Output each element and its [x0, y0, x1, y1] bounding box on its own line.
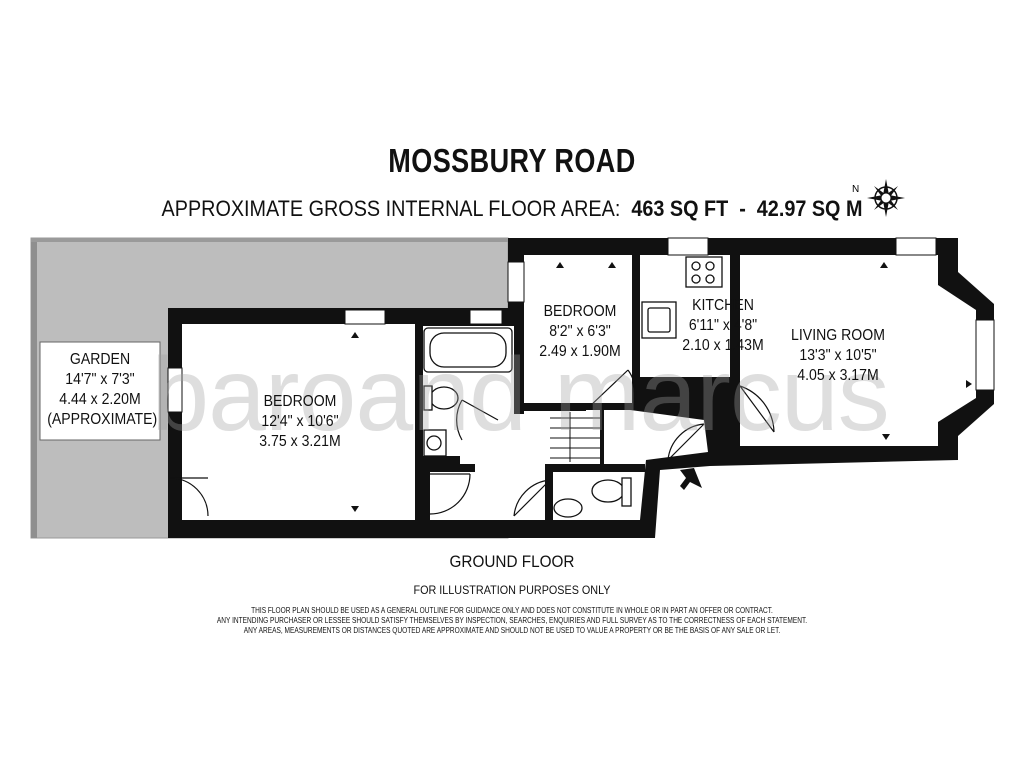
wall-kitchen-bottom: [640, 377, 680, 382]
basin-wc: [553, 498, 583, 518]
wall-kitchen-living: [730, 255, 740, 275]
door-entrance: [667, 423, 705, 461]
entrance-arrow-icon: [680, 468, 702, 490]
kitchen-label: KITCHEN 6'11" x 4'8" 2.10 x 1.43M: [671, 296, 775, 356]
floor-area-label: APPROXIMATE GROSS INTERNAL FLOOR AREA:: [161, 196, 621, 221]
garden-dim-imperial: 14'7" x 7'3": [65, 371, 135, 388]
bedroom1-dim-metric: 3.75 x 3.21M: [259, 433, 341, 450]
bathtub-inner: [429, 332, 507, 368]
bedroom2-dim-metric: 2.49 x 1.90M: [539, 343, 621, 360]
kitchen-sink-bowl: [647, 307, 671, 333]
window-bay-front: [975, 319, 995, 391]
door-garden: [169, 477, 209, 517]
garden-dim-metric: 4.44 x 2.20M: [59, 391, 141, 408]
wall-bath-right: [514, 324, 524, 414]
bedroom2-name: BEDROOM: [543, 303, 617, 320]
living-room-dim-metric: 4.05 x 3.17M: [797, 367, 879, 384]
toilet-bath: [429, 386, 459, 410]
floor-label: GROUND FLOOR: [449, 552, 575, 571]
garden-border-top: [31, 238, 508, 242]
bedroom2-dim-imperial: 8'2" x 6'3": [549, 323, 611, 340]
stairs: [550, 412, 600, 462]
garden-border: [31, 238, 37, 538]
disclaimer-line: ANY INTENDING PURCHASER OR LESSEE SHOULD…: [216, 616, 808, 625]
wall-kitchen-living-lower: [730, 355, 740, 385]
compass-rose-icon: N: [852, 179, 905, 217]
kitchen-name: KITCHEN: [692, 297, 754, 314]
fixtures: [423, 256, 723, 518]
garden-name: GARDEN: [69, 351, 131, 368]
wall-bed1-bath: [415, 324, 423, 474]
door-bed1: [429, 473, 471, 515]
garden-note: (APPROXIMATE): [47, 411, 158, 428]
wall-bed2-bottom: [524, 403, 586, 411]
wall-wc-left: [545, 464, 553, 520]
living-room-dim-imperial: 13'3" x 10'5": [799, 347, 877, 364]
window-bed1-top: [344, 309, 386, 325]
window-bath-top: [469, 309, 503, 325]
garden-label: GARDEN 14'7" x 7'3" 4.44 x 2.20M (APPROX…: [47, 350, 158, 430]
door-living: [739, 385, 775, 433]
window-kitchen-top: [667, 237, 709, 256]
hallway-floor: [430, 400, 708, 520]
wall-bed2-right: [632, 255, 640, 410]
hob-ring-3: [691, 274, 701, 284]
wall-bath-bottom: [415, 464, 475, 472]
floor-area-sqft: 463 SQ FT: [631, 196, 729, 221]
doors: [169, 369, 775, 517]
illustration-note: FOR ILLUSTRATION PURPOSES ONLY: [413, 583, 611, 597]
interior-walls: [415, 255, 740, 520]
door-bath: [456, 399, 499, 441]
basin-bath-bowl: [426, 435, 442, 451]
window-bed2-left: [507, 261, 525, 303]
toilet-bath-cistern: [423, 385, 433, 411]
door-bed2: [587, 369, 637, 411]
hob-ring-1: [691, 261, 701, 271]
garden-label-box: [39, 341, 161, 441]
window-living-top: [895, 237, 937, 256]
hob-ring-2: [705, 261, 715, 271]
bedroom2-floor: [524, 255, 632, 403]
wall-markers: [351, 262, 972, 512]
toilet-wc: [591, 479, 625, 503]
wall-wc-top: [545, 464, 645, 472]
disclaimer-line: THIS FLOOR PLAN SHOULD BE USED AS A GENE…: [251, 606, 773, 615]
wall-stairs-right: [600, 410, 604, 464]
bedroom2-label: BEDROOM 8'2" x 6'3" 2.49 x 1.90M: [527, 302, 633, 362]
kitchen-dim-imperial: 6'11" x 4'8": [688, 317, 758, 334]
bedroom1-name: BEDROOM: [263, 393, 337, 410]
floor-area-separator: -: [739, 196, 746, 221]
windows: [167, 237, 995, 413]
kitchen-dim-metric: 2.10 x 1.43M: [682, 337, 764, 354]
living-room-name: LIVING ROOM: [791, 327, 885, 344]
bedroom1-floor: [182, 324, 415, 520]
room-interiors: [182, 255, 976, 520]
living-room-floor: [740, 255, 976, 446]
compass-north-letter: N: [852, 184, 859, 195]
toilet-wc-cistern: [621, 477, 632, 507]
bedroom1-label: BEDROOM 12'4" x 10'6" 3.75 x 3.21M: [238, 392, 361, 452]
window-bed1-left: [167, 367, 183, 413]
hob-ring-4: [705, 274, 715, 284]
floor-area-sqm: 42.97 SQ M: [756, 196, 863, 221]
disclaimer-line: ANY AREAS, MEASUREMENTS OR DISTANCES QUO…: [243, 626, 781, 635]
bedroom1-dim-imperial: 12'4" x 10'6": [261, 413, 339, 430]
floor-area-line: APPROXIMATE GROSS INTERNAL FLOOR AREA: 4…: [51, 196, 973, 222]
disclaimer: THIS FLOOR PLAN SHOULD BE USED AS A GENE…: [92, 606, 932, 636]
living-room-label: LIVING ROOM 13'3" x 10'5" 4.05 x 3.17M: [778, 326, 898, 386]
door-wc: [513, 479, 551, 517]
hob: [685, 256, 723, 288]
plan-title: MOSSBURY ROAD: [388, 142, 636, 179]
